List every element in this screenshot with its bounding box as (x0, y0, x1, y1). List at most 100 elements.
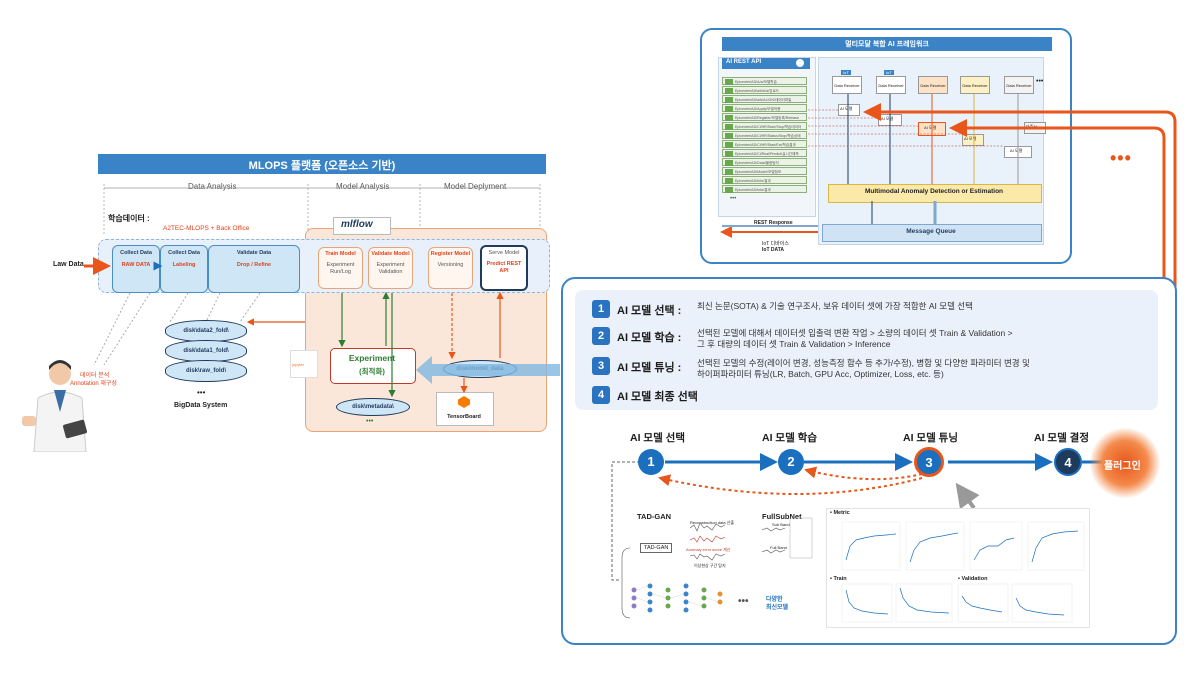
step-title-3: AI 모델 튜닝 : (617, 362, 682, 374)
ai-model-box-3 (962, 134, 984, 146)
jupyter-label: jupyter (292, 362, 305, 367)
step-number-1: 1 (592, 300, 610, 318)
various-line1: 다양한 (766, 597, 783, 603)
anomaly-score-label: Anomaly error score 계산 (686, 547, 731, 552)
rest-api-row[interactable]: Epicenter/AD/Cl/HR/Start/Stop/학습데이터 (722, 122, 807, 131)
various-dots: ••• (738, 596, 749, 607)
rest-api-row[interactable]: Epicenter/AD/A/a/모델학습 (722, 77, 807, 86)
step-title-4: AI 모델 최종 선택 (617, 391, 698, 403)
ai-model-label-3: AI 모델 (964, 136, 977, 141)
iot-device-label: IoT 디바이스 (762, 241, 789, 247)
flow-step-1: 1 (638, 449, 664, 475)
flow-step-4: 4 (1054, 448, 1082, 476)
rest-api-row[interactable]: Epicenter/AD/Info/결과 (722, 176, 807, 185)
tadgan-title: TAD-GAN (637, 512, 672, 521)
anomaly-label: Multimodal Anomaly Detection or Estimati… (864, 188, 1004, 195)
rest-api-row-label: Epicenter/AD/Cl/Real/Predict/실시간예측 (735, 152, 799, 156)
flow-step-3: 3 (914, 447, 944, 477)
train-label: • Train (830, 576, 847, 582)
iot-data-label: IoT DATA (762, 247, 785, 253)
training-data-label: 학습데이터 : (108, 214, 150, 223)
rest-api-row[interactable]: Epicenter/AD/Info/결과 (722, 185, 807, 194)
rest-api-row-label: Epicenter/AD/Apply/모델적용 (735, 107, 781, 111)
devices-more: ••• (1036, 78, 1044, 85)
rest-api-row-label: Epicenter/AD/Model/모델정보 (735, 170, 782, 174)
rest-api-row[interactable]: Epicenter/AD/a/b/ALIGN/데이터파일 (722, 95, 807, 104)
step-desc-1-1: 최신 논문(SOTA) & 기술 연구조사, 보유 데이터 셋에 가장 적합한 … (697, 301, 973, 311)
rest-api-row-label: Epicenter/AD/Info/결과 (735, 188, 771, 192)
rest-api-row-label: Epicenter/AD/Register/모델등록/Release (735, 116, 799, 120)
mlflow-box (333, 217, 391, 235)
device-2: Data Receiver (876, 76, 906, 94)
ai-model-box-1 (838, 104, 860, 116)
step-desc-2-2: 그 후 대량의 데이터 셋 Train & Validation > Infer… (697, 339, 891, 349)
rest-api-row-label: Epicenter/AD/Data/불량탐지 (735, 161, 779, 165)
rest-api-row[interactable]: Epicenter/AD/a/b/b/a/업로드 (722, 86, 807, 95)
rest-response-label: REST Response (754, 220, 793, 226)
device-5: Data Receiver (1004, 76, 1034, 94)
rest-api-row-label: Epicenter/AD/Cl/HR/Start/Ext/학습결과 (735, 143, 796, 147)
experiment-box (330, 348, 416, 384)
models-collage (622, 508, 822, 624)
mlops-title: MLOPS 플랫폼 (오픈소스 기반) (248, 160, 396, 172)
message-queue (822, 224, 1042, 242)
disk-raw: disk\raw_fold\ (165, 360, 247, 382)
presenter-illustration (22, 360, 87, 452)
stage-serve-model: Serve Model Predict REST API (480, 245, 528, 291)
tensorboard-icon (458, 396, 470, 408)
api-method-tag (725, 88, 733, 95)
rest-api-row[interactable]: Epicenter/AD/Cl/HR/Status/Stop/학습상태 (722, 131, 807, 140)
annotation-line1: 데이터 분석 (80, 373, 110, 379)
rest-api-row-label: Epicenter/AD/Info/결과 (735, 179, 771, 183)
rest-api-toggle-icon[interactable] (796, 59, 804, 67)
rest-api-row[interactable]: Epicenter/AD/Register/모델등록/Release (722, 113, 807, 122)
rest-api-row-label: Epicenter/AD/a/b/ALIGN/데이터파일 (735, 98, 792, 102)
api-method-tag (725, 142, 733, 149)
ai-model-center-label: AI 모델 (924, 125, 937, 130)
bigdata-label: BigData System (174, 402, 228, 409)
api-method-tag (725, 124, 733, 131)
step-desc-3-2: 하이퍼파라미터 튜닝(LR, Batch, GPU Acc, Optimizer… (697, 369, 944, 379)
tensorboard-label: TensorBoard (447, 414, 481, 420)
rest-api-row[interactable]: Epicenter/AD/Model/모델정보 (722, 167, 807, 176)
device-1: Data Receiver (832, 76, 862, 94)
rest-api-row[interactable]: Epicenter/AD/Cl/Real/Predict/실시간예측 (722, 149, 807, 158)
experiment-sub: (최적화) (359, 367, 385, 376)
rest-api-row[interactable]: Epicenter/AD/Apply/모델적용 (722, 104, 807, 113)
device-4: Data Receiver (960, 76, 990, 94)
step-number-4: 4 (592, 386, 610, 404)
jupyter-logo (290, 350, 318, 378)
api-method-tag (725, 151, 733, 158)
subband-label: Sub Band (772, 522, 790, 527)
ai-model-label-1: AI 모델 (840, 106, 853, 111)
rest-api-row[interactable]: Epicenter/AD/Data/불량탐지 (722, 158, 807, 167)
step-desc-2-1: 선택된 모델에 대해서 데이터셋 입출력 변환 작업 > 소량의 데이터 셋 T… (697, 328, 1013, 338)
flow-step-2: 2 (778, 449, 804, 475)
step-desc-3-1: 선택된 모델의 수정(레이어 변경, 성능측정 함수 등 추가/수정), 병합 … (697, 358, 1030, 368)
ai-apply-label: AI 모델 (1010, 148, 1023, 153)
disk-metadata: disk\metadata\ (336, 398, 410, 416)
api-method-tag (725, 115, 733, 122)
reconstruction-label: Reconstruction data 산출 (690, 520, 735, 525)
ai-model-label-2: AI 모델 (881, 116, 894, 121)
mlops-title-bar (98, 154, 546, 174)
flow-label-train: AI 모델 학습 (762, 432, 817, 444)
rest-api-row-label: Epicenter/AD/Cl/HR/Start/Stop/학습데이터 (735, 125, 802, 129)
rest-api-row-label: Epicenter/AD/Cl/HR/Status/Stop/학습상태 (735, 134, 801, 138)
step-number-3: 3 (592, 357, 610, 375)
api-method-tag (725, 160, 733, 167)
api-method-tag (725, 133, 733, 140)
section-data-analysis: Data Analysis (188, 182, 237, 191)
flow-label-decide: AI 모델 결정 (1034, 432, 1089, 444)
iot-tag-2: IoT (884, 70, 894, 75)
experiment-label: Experiment (348, 353, 396, 363)
rest-api-row[interactable]: Epicenter/AD/Cl/HR/Start/Ext/학습결과 (722, 140, 807, 149)
validation-label: • Validation (958, 576, 988, 582)
fullband-label: Full Band (770, 545, 787, 550)
plugin-glow (1090, 428, 1160, 498)
api-method-tag (725, 178, 733, 185)
